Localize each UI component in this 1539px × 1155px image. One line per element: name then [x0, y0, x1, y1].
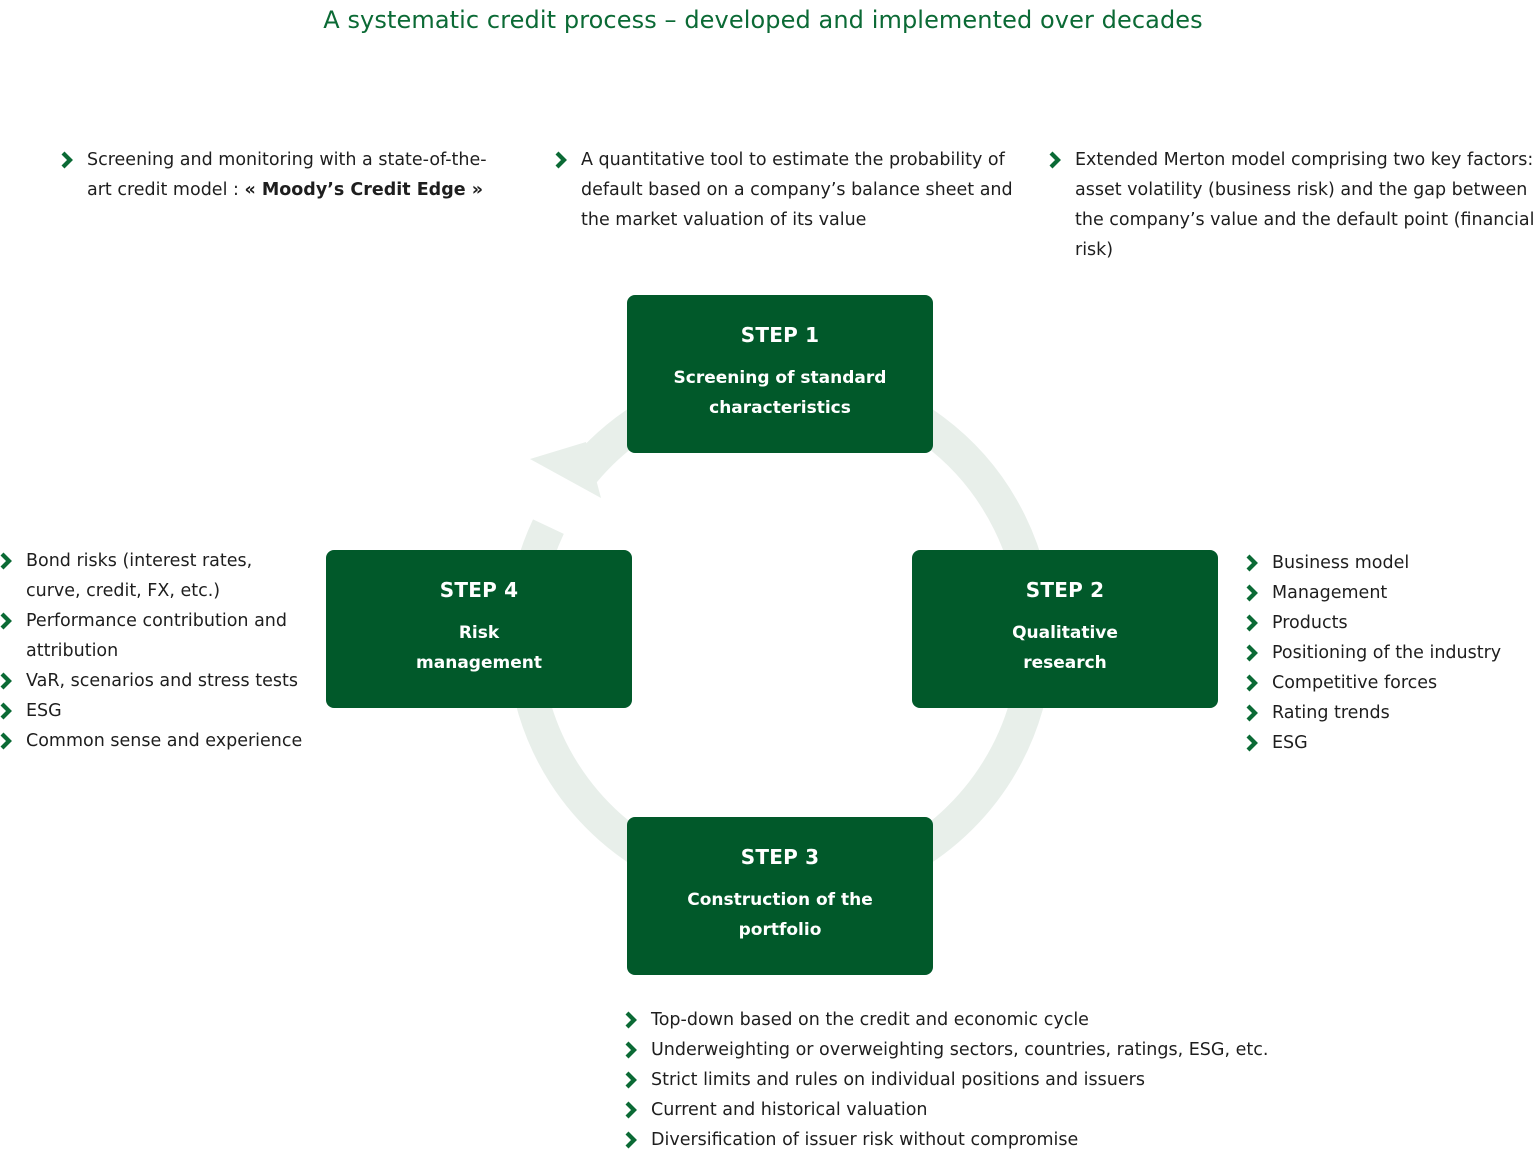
- chevron-right-icon: [555, 151, 567, 169]
- point-text: Positioning of the industry: [1272, 643, 1502, 663]
- chevron-right-icon: [0, 732, 12, 750]
- point-text: Performance contribution and attribution: [26, 611, 288, 661]
- list-item: Performance contribution and attribution: [0, 606, 312, 666]
- top-note-3: Extended Merton model comprising two key…: [1049, 145, 1535, 265]
- diagram-title: A systematic credit process – developed …: [323, 6, 1203, 34]
- step-4-points: Bond risks (interest rates, curve, credi…: [0, 546, 312, 756]
- note-text: Extended Merton model comprising two key…: [1075, 150, 1535, 260]
- note-text: A quantitative tool to estimate the prob…: [581, 150, 1013, 230]
- list-item: ESG: [0, 696, 312, 726]
- list-item: A quantitative tool to estimate the prob…: [555, 145, 1025, 235]
- list-item: Diversification of issuer risk without c…: [625, 1125, 1325, 1155]
- chevron-right-icon: [625, 1131, 637, 1149]
- list-item: Underweighting or overweighting sectors,…: [625, 1035, 1325, 1065]
- step-description: Risk management: [416, 623, 542, 673]
- list-item: Products: [1246, 608, 1536, 638]
- point-text: Diversification of issuer risk without c…: [651, 1130, 1079, 1150]
- list-item: Common sense and experience: [0, 726, 312, 756]
- step-1-box: STEP 1 Screening of standard characteris…: [627, 295, 933, 453]
- cycle-arrowhead: [530, 442, 601, 498]
- list-item: Current and historical valuation: [625, 1095, 1325, 1125]
- list-item: VaR, scenarios and stress tests: [0, 666, 312, 696]
- step-description: Construction of the portfolio: [687, 890, 873, 940]
- list-item: Screening and monitoring with a state-of…: [61, 145, 511, 205]
- point-text: Competitive forces: [1272, 673, 1438, 693]
- chevron-right-icon: [1246, 734, 1258, 752]
- chevron-right-icon: [1246, 674, 1258, 692]
- chevron-right-icon: [0, 612, 12, 630]
- note-bold-text: « Moody’s Credit Edge »: [244, 180, 484, 200]
- chevron-right-icon: [625, 1101, 637, 1119]
- step-2-box: STEP 2 Qualitative research: [912, 550, 1218, 708]
- list-item: Bond risks (interest rates, curve, credi…: [0, 546, 312, 606]
- step-2-points: Business model Management Products Posit…: [1246, 548, 1536, 758]
- chevron-right-icon: [625, 1041, 637, 1059]
- step-heading: STEP 1: [740, 323, 820, 347]
- chevron-right-icon: [1049, 151, 1061, 169]
- step-heading: STEP 2: [1025, 578, 1105, 602]
- top-note-1: Screening and monitoring with a state-of…: [61, 145, 511, 205]
- list-item: ESG: [1246, 728, 1536, 758]
- list-item: Rating trends: [1246, 698, 1536, 728]
- chevron-right-icon: [625, 1071, 637, 1089]
- point-text: Top-down based on the credit and economi…: [651, 1010, 1089, 1030]
- list-item: Strict limits and rules on individual po…: [625, 1065, 1325, 1095]
- list-item: Competitive forces: [1246, 668, 1536, 698]
- point-text: Underweighting or overweighting sectors,…: [651, 1040, 1269, 1060]
- chevron-right-icon: [1246, 584, 1258, 602]
- note-text: Screening and monitoring with a state-of…: [87, 150, 487, 200]
- step-description: Screening of standard characteristics: [673, 368, 887, 418]
- step-4-box: STEP 4 Risk management: [326, 550, 632, 708]
- list-item: Positioning of the industry: [1246, 638, 1536, 668]
- chevron-right-icon: [61, 151, 73, 169]
- chevron-right-icon: [0, 702, 12, 720]
- chevron-right-icon: [1246, 644, 1258, 662]
- point-text: Common sense and experience: [26, 731, 303, 751]
- list-item: Management: [1246, 578, 1536, 608]
- point-text: Strict limits and rules on individual po…: [651, 1070, 1145, 1090]
- chevron-right-icon: [1246, 704, 1258, 722]
- step-heading: STEP 4: [439, 578, 519, 602]
- point-text: Management: [1272, 583, 1388, 603]
- point-text: Rating trends: [1272, 703, 1390, 723]
- point-text: Bond risks (interest rates, curve, credi…: [26, 551, 253, 601]
- step-description: Qualitative research: [1012, 623, 1118, 673]
- chevron-right-icon: [0, 552, 12, 570]
- point-text: ESG: [26, 701, 62, 721]
- point-text: VaR, scenarios and stress tests: [26, 671, 298, 691]
- point-text: Products: [1272, 613, 1348, 633]
- chevron-right-icon: [1246, 554, 1258, 572]
- list-item: Extended Merton model comprising two key…: [1049, 145, 1535, 265]
- point-text: ESG: [1272, 733, 1308, 753]
- list-item: Business model: [1246, 548, 1536, 578]
- chevron-right-icon: [1246, 614, 1258, 632]
- list-item: Top-down based on the credit and economi…: [625, 1005, 1325, 1035]
- chevron-right-icon: [0, 672, 12, 690]
- chevron-right-icon: [625, 1011, 637, 1029]
- step-3-points: Top-down based on the credit and economi…: [625, 1005, 1325, 1155]
- point-text: Business model: [1272, 553, 1410, 573]
- step-3-box: STEP 3 Construction of the portfolio: [627, 817, 933, 975]
- top-note-2: A quantitative tool to estimate the prob…: [555, 145, 1025, 235]
- step-heading: STEP 3: [740, 845, 820, 869]
- point-text: Current and historical valuation: [651, 1100, 928, 1120]
